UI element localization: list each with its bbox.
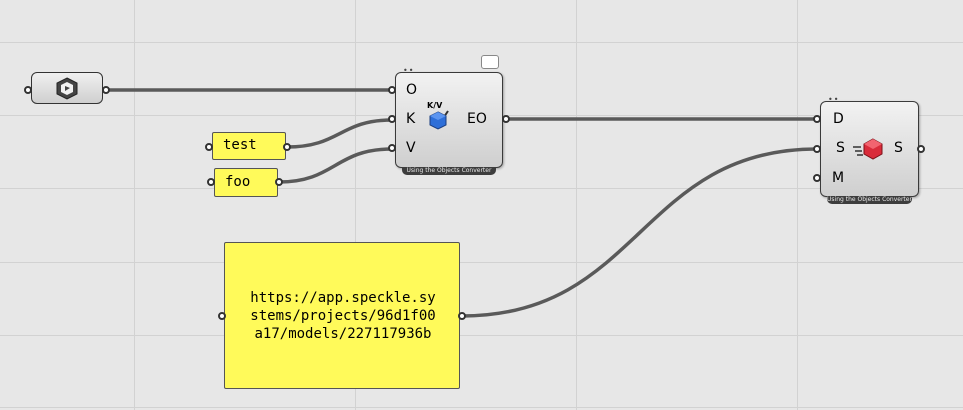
input-label-v: V	[406, 140, 416, 156]
grid-line	[0, 407, 963, 408]
url-line-2: stems/projects/96d1f00	[250, 308, 436, 324]
port-d[interactable]	[813, 115, 821, 123]
grid-line	[0, 188, 963, 189]
panel-url-input-port[interactable]	[218, 312, 226, 320]
wire-foo-to-v[interactable]	[278, 147, 393, 184]
input-label-k: K	[406, 111, 416, 127]
panel-test-output-port[interactable]	[283, 143, 291, 151]
send-component[interactable]: D S M S Using the Objects Converter	[820, 101, 919, 204]
port-k[interactable]	[388, 115, 396, 123]
panel-foo[interactable]: foo	[214, 168, 278, 197]
grid-line	[0, 42, 963, 43]
panel-foo-output-port[interactable]	[275, 178, 283, 186]
url-line-1: https://app.speckle.sy	[250, 290, 436, 306]
panel-test-input-port[interactable]	[205, 143, 213, 151]
create-object-footer: Using the Objects Converter	[402, 167, 496, 175]
kv-icon-label: K/V	[427, 101, 443, 110]
grid-line	[355, 0, 356, 410]
red-cube-send-icon	[853, 138, 883, 160]
grid-line	[576, 0, 577, 410]
object-param-output-port[interactable]	[102, 86, 110, 94]
panel-url-output-port[interactable]	[458, 312, 466, 320]
port-eo[interactable]	[502, 115, 510, 123]
port-s-out[interactable]	[917, 145, 925, 153]
panel-test-text: test	[223, 137, 257, 153]
panel-foo-text: foo	[225, 174, 251, 190]
port-m[interactable]	[813, 174, 821, 182]
grid-line	[797, 0, 798, 410]
output-label-eo: EO	[467, 111, 487, 127]
wire-url-to-s[interactable]	[461, 147, 818, 318]
speckle-object-param[interactable]	[31, 72, 103, 104]
speckle-object-icon	[56, 77, 78, 100]
port-s-in[interactable]	[813, 145, 821, 153]
port-v[interactable]	[388, 144, 396, 152]
component-dots-icon: ••	[828, 95, 840, 104]
create-object-component[interactable]: O K V EO K/V Using the Objects Converter	[395, 72, 503, 175]
port-o[interactable]	[388, 86, 396, 94]
grid-line	[0, 335, 963, 336]
object-param-input-port[interactable]	[24, 86, 32, 94]
grid-line	[134, 0, 135, 410]
input-label-m: M	[832, 170, 845, 186]
blue-cube-icon	[429, 110, 449, 130]
panel-test[interactable]: test	[212, 132, 286, 160]
input-label-o: O	[406, 82, 418, 98]
grid-line	[0, 262, 963, 263]
send-footer: Using the Objects Converter	[827, 196, 912, 204]
panel-foo-input-port[interactable]	[207, 178, 215, 186]
url-line-3: a17/models/227117936b	[254, 326, 432, 342]
input-label-d: D	[833, 111, 844, 127]
input-label-s: S	[836, 140, 845, 156]
output-label-s: S	[894, 140, 903, 156]
wire-test-to-k[interactable]	[286, 118, 393, 149]
panel-speckle-url[interactable]: https://app.speckle.sy stems/projects/96…	[224, 242, 460, 389]
component-dots-icon: ••	[403, 66, 415, 75]
comment-bubble-icon[interactable]	[481, 55, 499, 69]
